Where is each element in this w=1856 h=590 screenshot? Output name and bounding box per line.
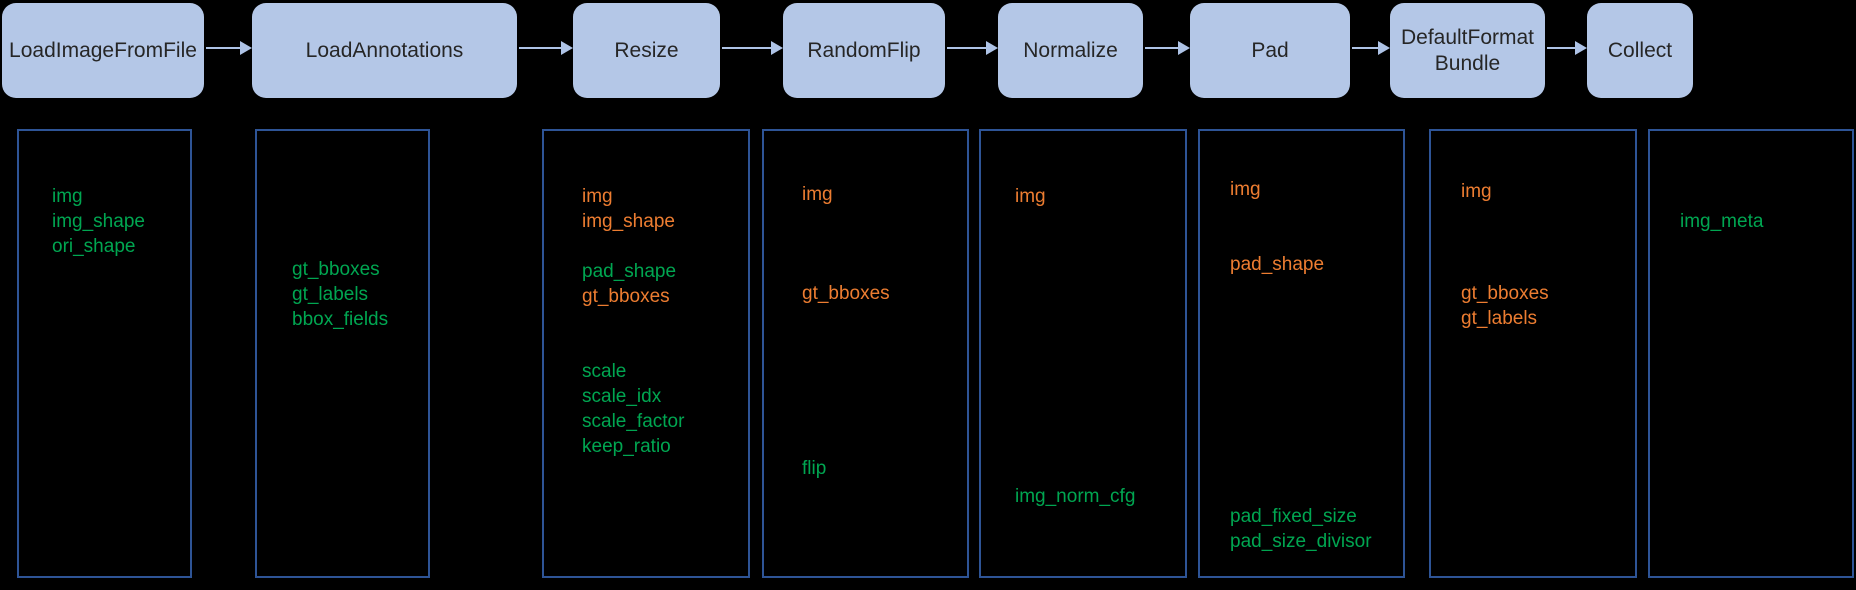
flow-arrow	[1145, 41, 1190, 55]
stage-box-randomflip: RandomFlip	[783, 3, 945, 98]
key-item: pad_size_divisor	[1230, 531, 1372, 552]
flow-arrow	[206, 41, 252, 55]
key-item: flip	[802, 458, 827, 479]
key-item: img_shape	[52, 211, 145, 232]
arrowhead-icon	[1575, 41, 1587, 55]
stage-box-loadannotations: LoadAnnotations	[252, 3, 517, 98]
key-item: ori_shape	[52, 236, 136, 257]
stage-box-pad: Pad	[1190, 3, 1350, 98]
arrowhead-icon	[771, 41, 783, 55]
key-item: img	[1015, 186, 1046, 207]
key-item: scale_idx	[582, 386, 662, 407]
key-item: img_shape	[582, 211, 675, 232]
key-item: gt_bboxes	[1461, 283, 1549, 304]
key-item: gt_labels	[292, 284, 369, 305]
stage-label: Normalize	[1023, 38, 1118, 62]
keys-panel-normalize: img img_norm_cfg	[979, 129, 1187, 578]
key-item: gt_labels	[1461, 308, 1538, 329]
flow-arrow	[1547, 41, 1587, 55]
flow-arrow	[1352, 41, 1390, 55]
stage-box-normalize: Normalize	[998, 3, 1143, 98]
key-item: img	[1230, 179, 1261, 200]
key-item: scale_factor	[582, 411, 685, 432]
key-item: img	[52, 186, 83, 207]
stage-box-defaultformatbundle: DefaultFormat Bundle	[1390, 3, 1545, 98]
keys-panel-collect: img_meta	[1648, 129, 1854, 578]
arrowhead-icon	[561, 41, 573, 55]
keys-panel-pad: img pad_shape pad_fixed_size pad_size_di…	[1198, 129, 1405, 578]
stage-label: Collect	[1607, 38, 1673, 62]
key-item: gt_bboxes	[802, 283, 890, 304]
keys-panel-randomflip: img gt_bboxes flip	[762, 129, 969, 578]
stage-label: Pad	[1251, 38, 1289, 62]
stage-label: DefaultFormat Bundle	[1400, 25, 1535, 75]
key-item: scale	[582, 361, 627, 382]
stage-box-resize: Resize	[573, 3, 720, 98]
stage-label: Resize	[614, 38, 679, 62]
keys-panel-resize: img img_shape pad_shape gt_bboxes scale …	[542, 129, 750, 578]
key-item: pad_shape	[582, 261, 677, 282]
arrowhead-icon	[240, 41, 252, 55]
key-item: img_norm_cfg	[1015, 486, 1136, 507]
key-item: bbox_fields	[292, 309, 389, 330]
key-item: gt_bboxes	[292, 259, 380, 280]
arrowhead-icon	[986, 41, 998, 55]
stage-label: LoadAnnotations	[305, 38, 464, 62]
stage-label: RandomFlip	[807, 38, 921, 62]
key-item: gt_bboxes	[582, 286, 670, 307]
keys-panel-loadimagefromfile: img img_shape ori_shape	[17, 129, 192, 578]
key-item: img	[1461, 181, 1492, 202]
stage-box-collect: Collect	[1587, 3, 1693, 98]
arrowhead-icon	[1378, 41, 1390, 55]
stage-box-loadimagefromfile: LoadImageFromFile	[2, 3, 204, 98]
flow-arrow	[519, 41, 573, 55]
flow-arrow	[947, 41, 998, 55]
key-item: img	[802, 184, 833, 205]
key-item: pad_fixed_size	[1230, 506, 1357, 527]
stage-label: LoadImageFromFile	[9, 38, 197, 62]
flow-arrow	[722, 41, 783, 55]
key-item: keep_ratio	[582, 436, 671, 457]
key-item: pad_shape	[1230, 254, 1325, 275]
keys-panel-loadannotations: gt_bboxes gt_labels bbox_fields	[255, 129, 430, 578]
keys-panel-defaultformatbundle: img gt_bboxes gt_labels	[1429, 129, 1637, 578]
key-item: img	[582, 186, 613, 207]
key-item: img_meta	[1680, 211, 1764, 232]
arrowhead-icon	[1178, 41, 1190, 55]
